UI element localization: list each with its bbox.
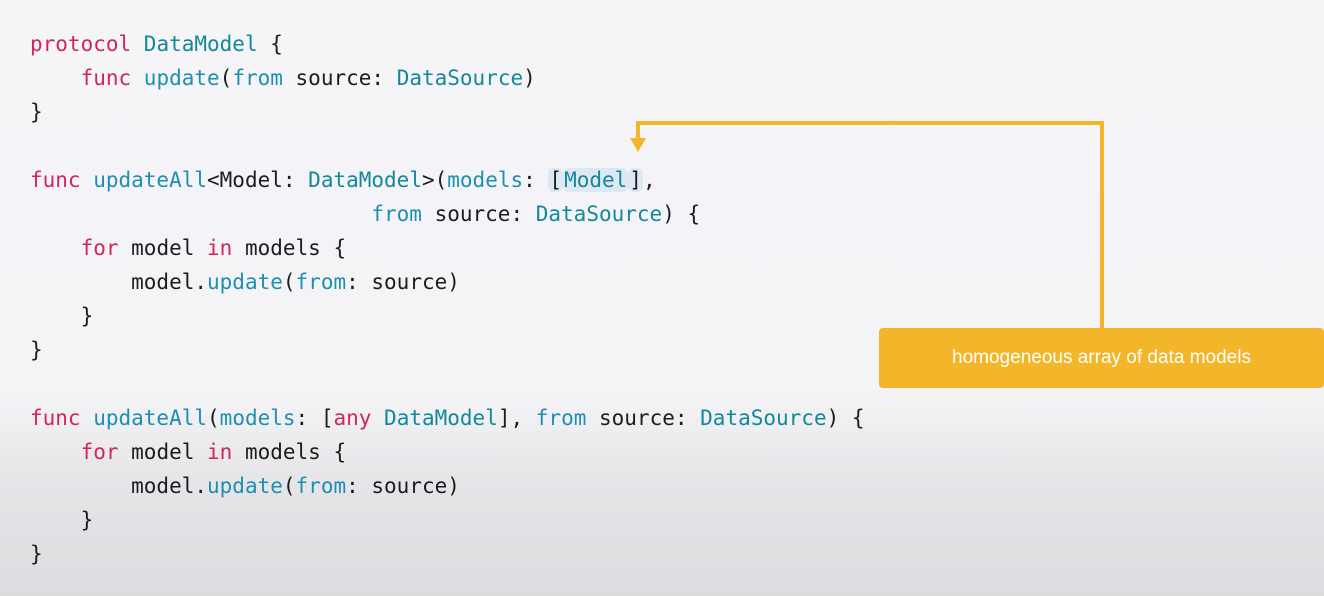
code-line: for model in models { [30, 435, 865, 469]
code-token: { [257, 32, 283, 56]
code-line: for model in models { [30, 231, 865, 265]
code-token: ( [219, 66, 233, 90]
code-token: update [207, 270, 283, 294]
code-token: : source) [346, 270, 460, 294]
code-token: ) { [826, 406, 865, 430]
callout-connector-stem [636, 121, 640, 141]
code-token: models { [244, 236, 347, 260]
code-token: from [232, 66, 283, 90]
code-token: model. [30, 270, 208, 294]
code-token: source: [421, 202, 536, 226]
callout-connector-right [1100, 121, 1104, 329]
code-token: } [30, 100, 43, 124]
code-token: updateAll [93, 168, 208, 192]
code-line: } [30, 95, 865, 129]
code-token: } [30, 304, 94, 328]
code-token: , [642, 168, 656, 192]
code-token: model [131, 440, 208, 464]
code-token: ( [282, 474, 296, 498]
code-token: : source) [346, 474, 460, 498]
code-token: ) [523, 66, 536, 90]
code-token: func [30, 168, 94, 192]
code-token: ( [282, 270, 296, 294]
callout-label: homogeneous array of data models [879, 328, 1324, 388]
code-line [30, 129, 865, 163]
code-token: any [333, 406, 385, 430]
code-token: DataModel [143, 32, 258, 56]
code-token: for [80, 236, 132, 260]
code-token: model [131, 236, 208, 260]
code-token: in [207, 236, 245, 260]
code-token: DataSource [396, 66, 524, 90]
code-token: in [207, 440, 245, 464]
code-line: model.update(from: source) [30, 265, 865, 299]
code-token: models [219, 406, 296, 430]
code-token: model. [30, 474, 208, 498]
code-line: from source: DataSource) { [30, 197, 865, 231]
code-token: func [80, 66, 144, 90]
code-token: DataSource [535, 202, 663, 226]
code-token: ( [207, 406, 220, 430]
code-token: update [207, 474, 283, 498]
code-token: ) { [662, 202, 701, 226]
code-line: protocol DataModel { [30, 27, 865, 61]
highlighted-code-token: ] [628, 168, 643, 192]
callout-text: homogeneous array of data models [952, 347, 1251, 368]
code-token: models [447, 168, 524, 192]
code-token: DataModel [384, 406, 498, 430]
code-line: } [30, 537, 865, 571]
code-token [30, 202, 371, 226]
code-line: func updateAll<Model: DataModel>(models:… [30, 163, 865, 197]
code-token: DataModel [308, 168, 422, 192]
code-token: from [295, 270, 347, 294]
code-line: } [30, 503, 865, 537]
code-line: } [30, 333, 865, 367]
code-token: >( [421, 168, 448, 192]
code-token: : [523, 168, 549, 192]
code-token: update [143, 66, 220, 90]
code-block: protocol DataModel { func update(from so… [30, 27, 865, 571]
code-token: from [371, 202, 422, 226]
code-line: func updateAll(models: [any DataModel], … [30, 401, 865, 435]
callout-connector-top [636, 121, 1104, 125]
code-token: source: [586, 406, 701, 430]
code-line: func update(from source: DataSource) [30, 61, 865, 95]
highlighted-code-token: [ [548, 168, 564, 192]
code-line: } [30, 299, 865, 333]
code-token: protocol [30, 32, 144, 56]
code-token [30, 236, 81, 260]
code-token: func [30, 406, 94, 430]
code-token: : [ [295, 406, 334, 430]
code-token: source: [282, 66, 397, 90]
code-token: updateAll [93, 406, 208, 430]
code-line: model.update(from: source) [30, 469, 865, 503]
code-line [30, 367, 865, 401]
code-token: ], [497, 406, 536, 430]
highlighted-code-token: Model [563, 168, 629, 192]
code-token: DataSource [700, 406, 827, 430]
code-token: from [535, 406, 587, 430]
code-token: } [30, 542, 43, 566]
code-token: from [295, 474, 347, 498]
code-token [30, 440, 81, 464]
code-token: } [30, 338, 43, 362]
code-token: models { [244, 440, 347, 464]
code-token: } [30, 508, 94, 532]
code-token [30, 66, 81, 90]
code-token: for [80, 440, 132, 464]
arrow-down-icon [630, 138, 646, 152]
code-token: <Model: [207, 168, 309, 192]
